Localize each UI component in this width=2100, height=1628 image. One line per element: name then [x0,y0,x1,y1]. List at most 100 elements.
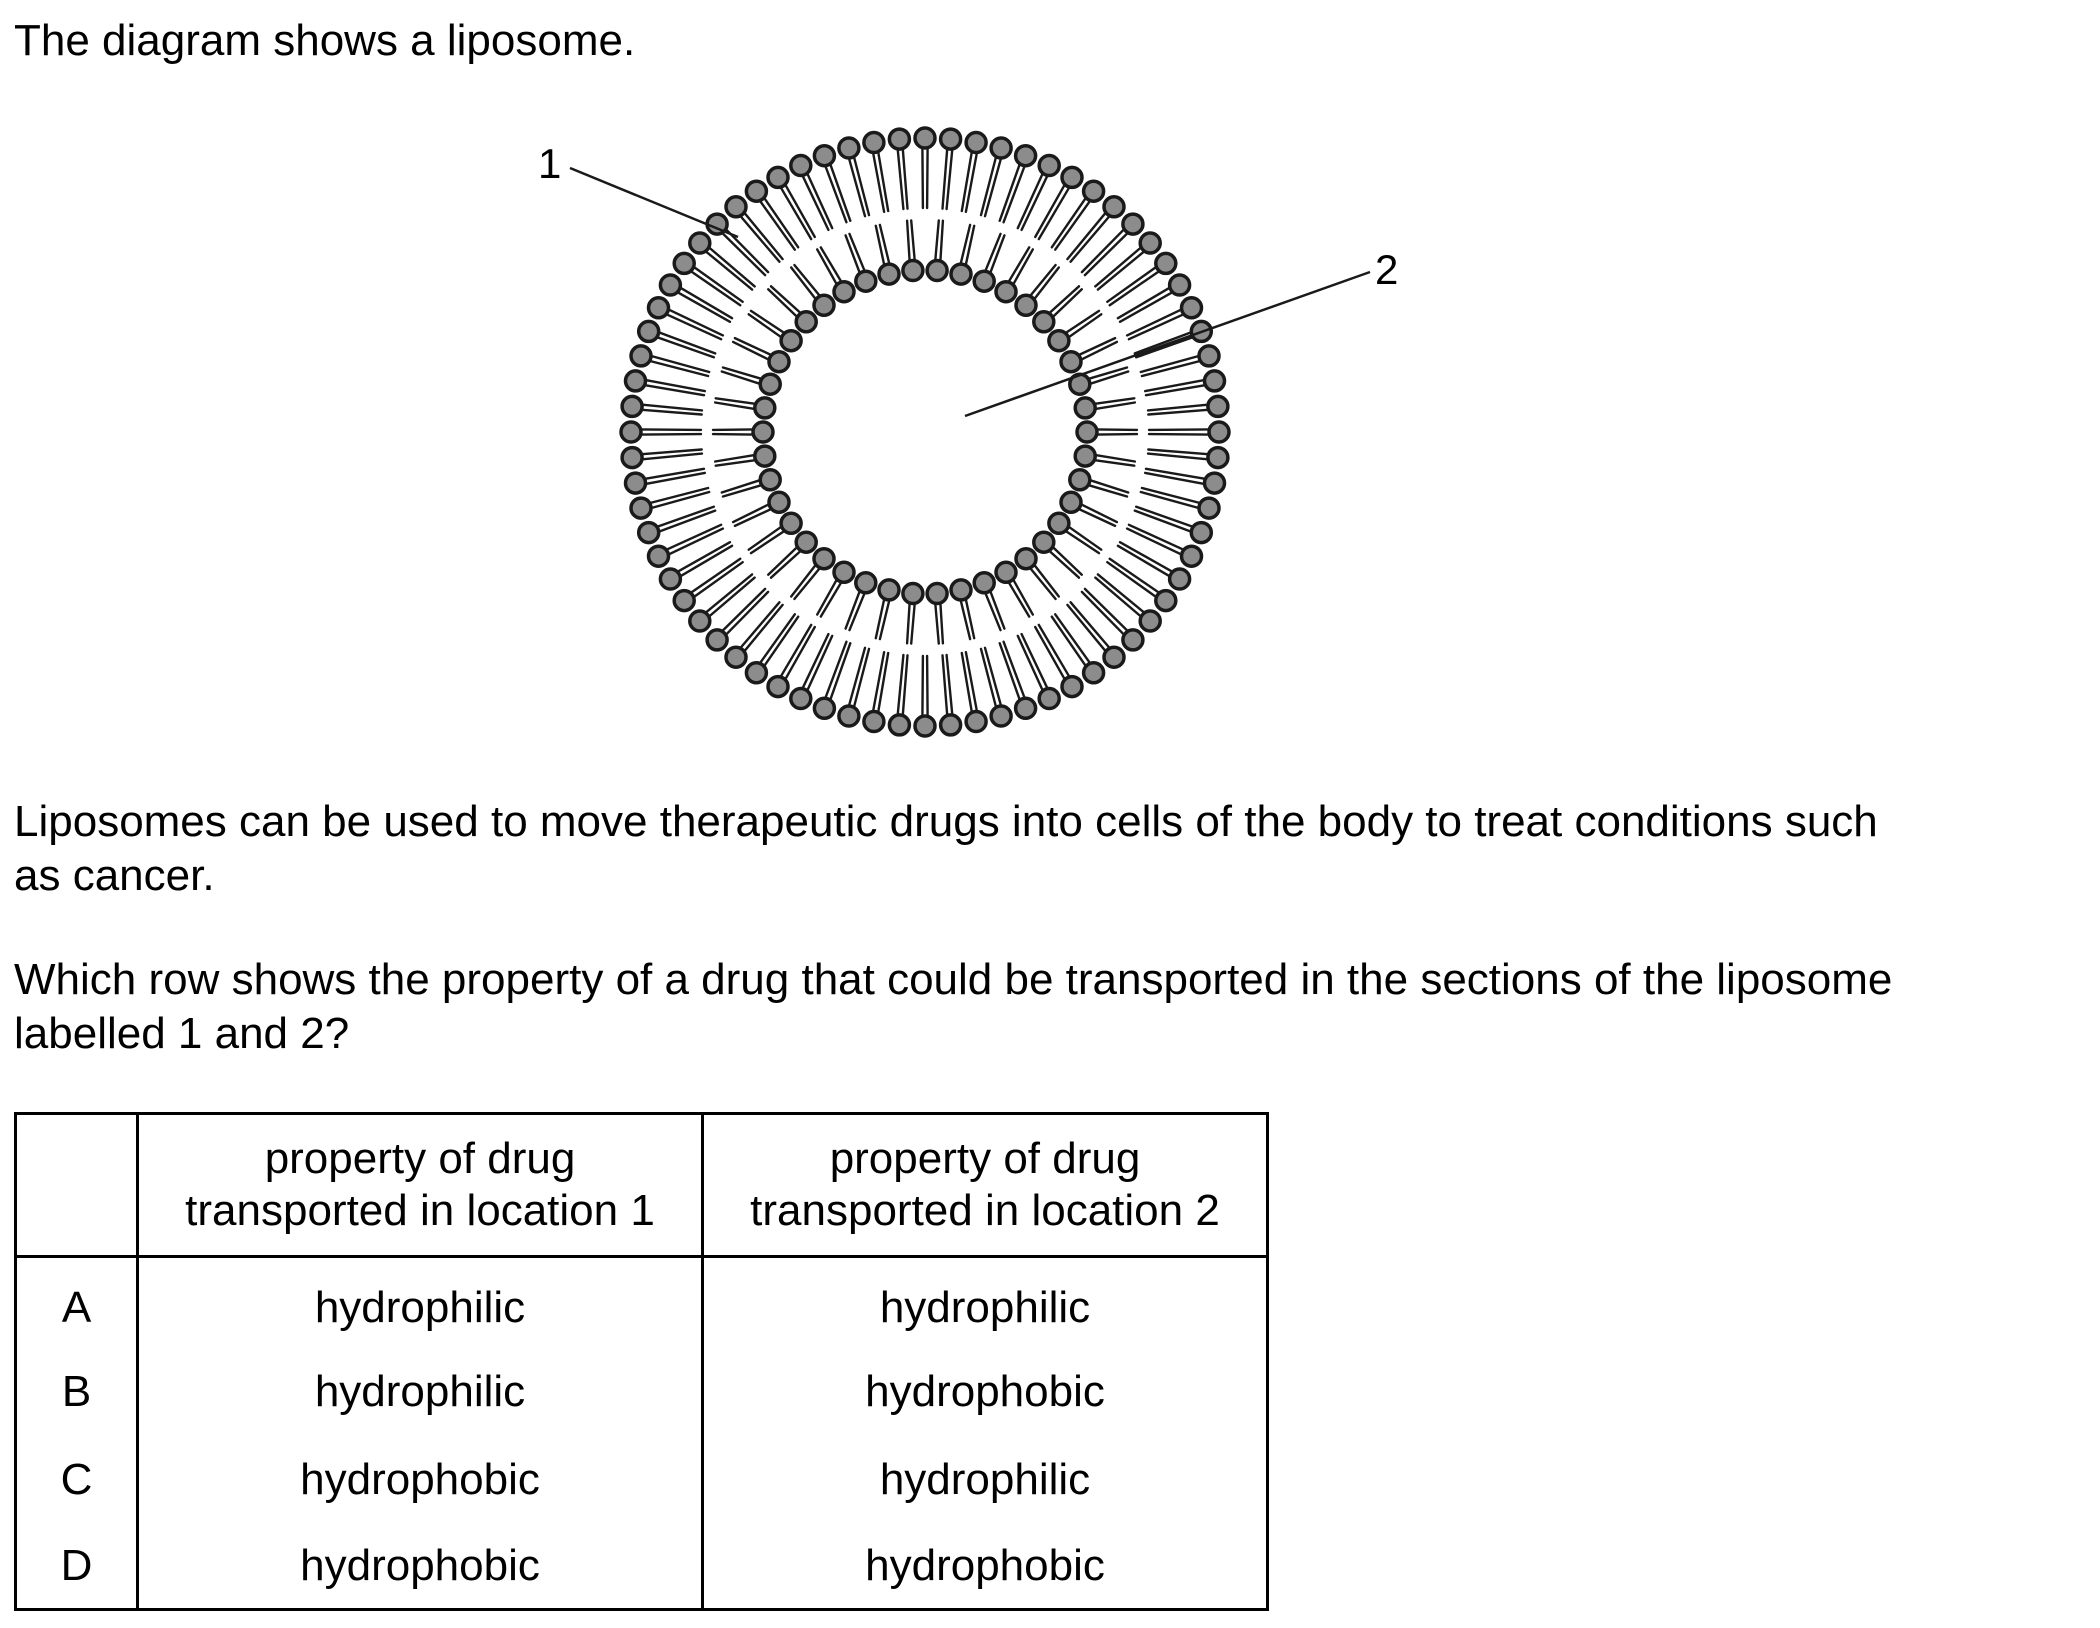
outer-phospholipid-tail [707,246,756,288]
outer-phospholipid-tail [925,654,929,718]
outer-phospholipid-tail [667,308,725,337]
outer-phospholipid-tail [806,634,834,692]
outer-phospholipid-head [938,127,963,151]
inner-phospholipid-head [949,262,973,286]
row-location-1: hydrophobic [136,1436,704,1524]
outer-phospholipid-head [1037,686,1061,711]
inner-phospholipid-tail [733,507,773,528]
outer-phospholipid-tail [1144,384,1207,397]
outer-phospholipid-tail [1033,183,1066,239]
outer-phospholipid-head [705,628,729,652]
outer-phospholipid-head [1060,674,1084,699]
outer-phospholipid-tail [743,603,784,653]
outer-phospholipid-tail [1147,428,1211,432]
outer-phospholipid-head [724,645,748,669]
inner-phospholipid-tail [1064,309,1101,335]
inner-phospholipid-head [972,269,996,293]
outer-phospholipid-tail [998,642,1021,701]
outer-phospholipid-head [1197,344,1221,368]
inner-phospholipid-tail [731,340,771,361]
inner-phospholipid-head [812,546,836,571]
outer-phospholipid-tail [692,265,744,303]
outer-phospholipid-head [1060,165,1084,190]
outer-phospholipid-tail [779,623,813,678]
inner-phospholipid-tail [769,285,802,315]
header-empty-cell [14,1112,139,1258]
inner-phospholipid-tail [790,266,817,301]
outer-phospholipid-tail [1146,403,1209,412]
inner-phospholipid-tail [1033,563,1061,598]
inner-phospholipid-tail [959,223,972,265]
inner-phospholipid-tail [713,401,756,411]
outer-phospholipid-head [766,165,790,190]
outer-phospholipid-tail [1002,164,1026,224]
outer-phospholipid-tail [824,640,848,700]
outer-phospholipid-tail [648,359,710,378]
outer-phospholipid-tail [1096,573,1146,614]
outer-phospholipid-head [1037,153,1061,178]
outer-phospholipid-tail [1147,448,1210,456]
outer-phospholipid-tail [692,561,744,599]
inner-phospholipid-tail [1087,366,1129,380]
inner-phospholipid-head [794,530,818,554]
outer-phospholipid-tail [1083,231,1129,277]
outer-phospholipid-head [646,296,671,320]
outer-phospholipid-tail [704,573,754,614]
inner-phospholipid-head [753,396,777,420]
outer-phospholipid-head [688,609,712,633]
inner-phospholipid-head [751,420,775,444]
inner-phospholipid-tail [984,232,1002,273]
inner-phospholipid-tail [1094,453,1137,463]
outer-phospholipid-head [744,179,769,203]
outer-phospholipid-tail [1139,354,1200,374]
outer-phospholipid-tail [1134,505,1195,528]
outer-phospholipid-head [1179,296,1204,320]
outer-phospholipid-head [789,153,813,178]
outer-phospholipid-tail [1080,590,1126,636]
outer-phospholipid-head [1202,369,1227,393]
inner-phospholipid-tail [848,232,866,273]
table-header-row: property of drug transported in location… [14,1112,1269,1258]
inner-phospholipid-head [832,279,856,304]
row-location-2: hydrophilic [701,1256,1269,1348]
inner-phospholipid-head [1059,490,1083,515]
outer-phospholipid-tail [801,174,830,232]
outer-phospholipid-head [913,714,937,738]
header-location-2: property of drug transported in location… [701,1112,1269,1258]
outer-phospholipid-tail [643,384,706,397]
outer-phospholipid-tail [704,250,754,291]
inner-phospholipid-tail [1007,246,1031,283]
outer-phospholipid-tail [964,151,979,214]
outer-phospholipid-head [938,713,963,737]
outer-phospholipid-tail [964,651,979,713]
inner-phospholipid-tail [989,590,1006,630]
outer-phospholipid-tail [1033,625,1066,681]
outer-phospholipid-tail [1108,270,1161,307]
outer-phospholipid-tail [1094,246,1143,288]
outer-phospholipid-head [862,130,886,155]
inner-phospholipid-tail [905,219,911,262]
inner-phospholipid-tail [1067,525,1103,551]
outer-phospholipid-tail [743,211,784,261]
header-2-line-2: transported in location 2 [750,1186,1220,1235]
outer-phospholipid-tail [1127,523,1185,551]
inner-phospholipid-head [758,372,782,396]
outer-phospholipid-tail [1139,490,1200,510]
outer-phospholipid-head [1138,231,1162,255]
outer-phospholipid-tail [1050,196,1088,249]
inner-phospholipid-head [779,328,803,353]
inner-phospholipid-tail [1051,288,1084,319]
inner-phospholipid-head [972,571,996,595]
outer-phospholipid-tail [979,647,998,709]
inner-phospholipid-tail [878,223,891,265]
outer-phospholipid-head [862,709,886,734]
outer-phospholipid-head [658,273,683,297]
outer-phospholipid-head [688,231,712,255]
outer-phospholipid-tail [983,157,1003,218]
inner-phospholipid-tail [1007,581,1031,618]
inner-phospholipid-tail [1077,507,1117,528]
inner-phospholipid-tail [984,591,1002,632]
outer-phospholipid-head [1013,696,1038,721]
outer-phospholipid-tail [644,471,706,486]
outer-phospholipid-head [964,130,988,155]
